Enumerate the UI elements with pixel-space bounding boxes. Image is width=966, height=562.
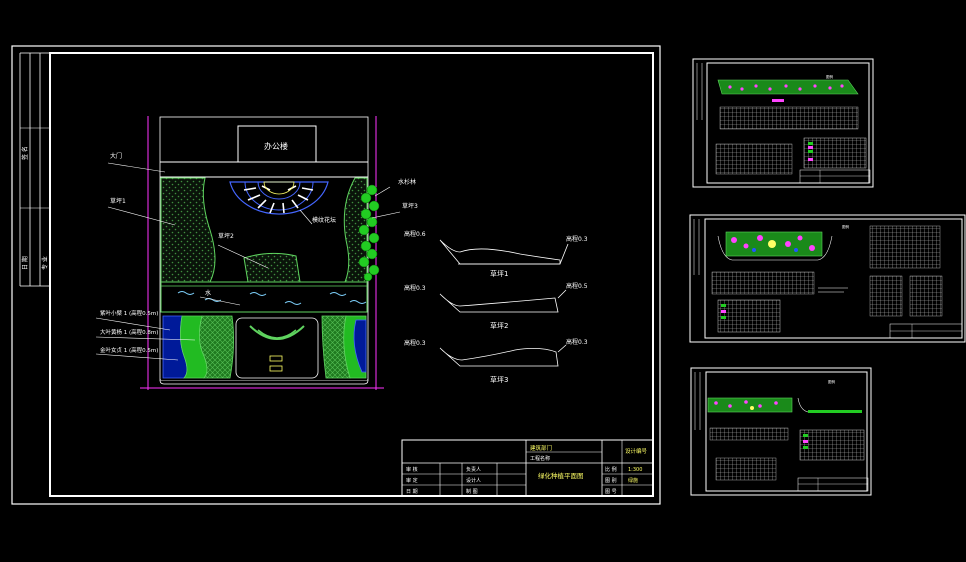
section-2-left: 高程0.3 [404, 284, 426, 292]
tb-row3-a: 日 期 [406, 489, 418, 495]
lawn2-label: 草坪2 [218, 232, 234, 240]
section-2-title: 草坪2 [490, 321, 508, 330]
gate-label: 大门 [110, 152, 122, 160]
thumb3-legend: 图例 [828, 379, 836, 384]
fir-forest-label: 水杉林 [398, 178, 416, 186]
strip-text-1: 签 名 [21, 146, 29, 160]
water-waves [177, 291, 367, 305]
thumb2-legend: 图例 [842, 224, 850, 229]
office-building [237, 125, 317, 163]
section-3-right: 高程0.3 [566, 338, 588, 346]
lawn2-area [243, 252, 301, 283]
section-2-right: 高程0.5 [566, 282, 588, 290]
left-strip: 签 名 日 期 专 业 [19, 52, 50, 287]
purple-leaf-label: 紫叶小檗 1 (高程0.5m) [100, 309, 158, 317]
flower-bed-label: 模纹花坛 [312, 216, 336, 224]
water-label: 水 [205, 289, 211, 297]
section-1-title: 草坪1 [490, 269, 508, 278]
thumb-sheet-2[interactable]: 图例 [689, 214, 966, 343]
tb-sheet-label: 图 别 [605, 477, 617, 484]
lawn3-label: 草坪3 [402, 202, 418, 210]
tb-row3-b: 制 图 [466, 488, 478, 495]
section-3-left: 高程0.3 [404, 339, 426, 347]
section-3: 高程0.3 高程0.3 草坪3 [404, 338, 588, 384]
fir-trees [358, 184, 380, 282]
section-3-title: 草坪3 [490, 375, 508, 384]
building-label: 办公楼 [264, 141, 288, 151]
boxwood-bed [199, 315, 234, 379]
boxwood-label: 大叶黄杨 1 (高程0.8m) [100, 328, 158, 336]
site-plan: 办公楼 [95, 116, 418, 390]
section-1-left: 高程0.6 [404, 230, 426, 238]
shrub-zone [161, 314, 367, 380]
golden-privet-label: 金叶女贞 1 (高程0.5m) [100, 346, 158, 354]
tb-scale: 1:300 [628, 467, 642, 473]
tb-row1-a: 审 核 [406, 466, 418, 473]
section-2: 高程0.3 高程0.5 草坪2 [404, 282, 588, 330]
thumb1-legend: 图例 [826, 74, 834, 79]
lawn3-area [343, 177, 368, 283]
tb-project: 工程名称 [530, 455, 550, 462]
section-1-right: 高程0.3 [566, 235, 588, 243]
tb-drawing-title: 绿化种植平面图 [538, 471, 584, 480]
tb-row2-b: 设计人 [466, 477, 481, 484]
title-block: 建筑部门 工程名称 设计编号 审 核 负责人 审 定 设计人 日 期 制 图 绿… [401, 439, 654, 497]
lawn1-area [160, 177, 216, 283]
tb-row1-b: 负责人 [466, 466, 481, 473]
fan-flower-bed [229, 181, 329, 215]
section-1: 高程0.6 高程0.3 草坪1 [404, 230, 588, 278]
main-sheet: 签 名 日 期 专 业 [11, 45, 661, 505]
tb-sheet: 绿施 [628, 477, 638, 484]
lawn1-label: 草坪1 [110, 197, 126, 205]
water-area [160, 281, 368, 313]
tb-dept: 建筑部门 [530, 444, 552, 452]
strip-text-3: 专 业 [41, 256, 49, 270]
strip-text-2: 日 期 [21, 256, 29, 270]
tb-page-label: 图 号 [605, 489, 617, 495]
tb-row2-a: 审 定 [406, 477, 418, 484]
thumb-sheet-1[interactable]: 图例 [692, 58, 874, 188]
tb-drawing-no: 设计编号 [625, 447, 648, 455]
thumb-sheet-3[interactable]: 图例 [690, 367, 872, 496]
tb-scale-label: 比 例 [605, 466, 617, 473]
